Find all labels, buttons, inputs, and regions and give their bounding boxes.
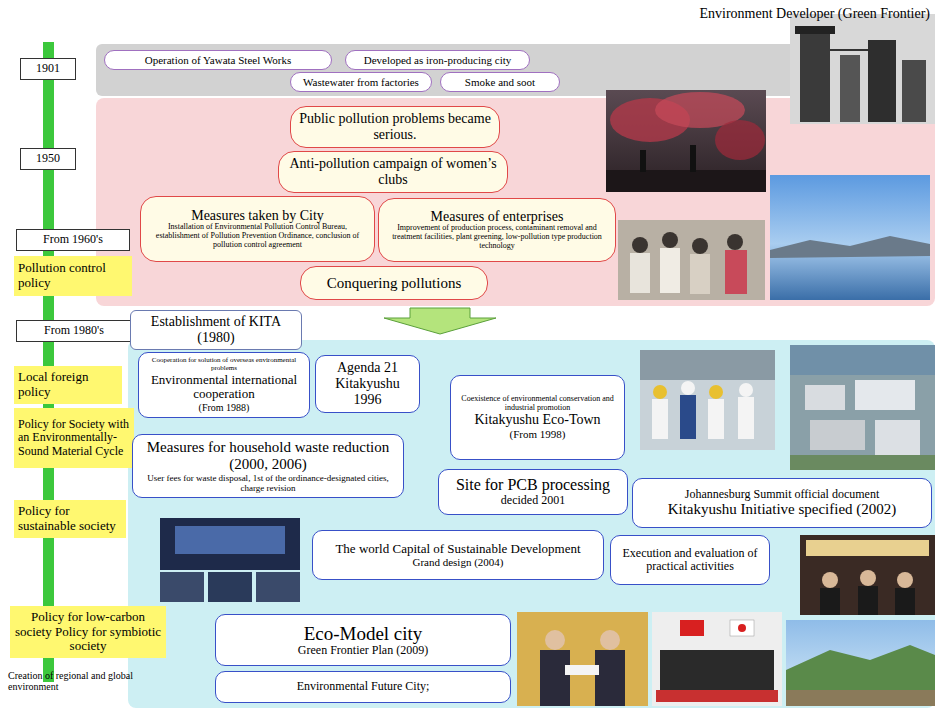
node-heading: From 1960's [20,233,126,246]
node-heading: Environmental Future City; [222,680,504,693]
node-heading: Operation of Yawata Steel Works [113,54,323,66]
node-heading: Smoke and soot [449,76,551,88]
node-heading: Wastewater from factories [299,76,423,88]
node-text: User fees for waste disposal, 1st of the… [139,473,397,493]
node-heading: Measures of enterprises [387,209,607,225]
timeline-bar [43,42,54,682]
year-box: From 1980's [16,320,132,342]
node-text: (From 1998) [457,428,618,440]
node-text: Green Frontier Plan (2009) [222,644,504,657]
history-oval: Operation of Yawata Steel Works [104,50,332,70]
history-oval: Wastewater from factories [290,72,432,92]
training-photo [640,350,775,450]
kita-box: Establishment of KITA (1980) [130,310,302,350]
node-heading: Public pollution problems became serious… [299,111,491,142]
node-heading: 1901 [24,62,72,75]
policy-box: Agenda 21 Kitakyushu 1996 [315,355,420,413]
node-heading: Policy for sustainable society [18,504,122,533]
pollution-oval: Anti-pollution campaign of women’s clubs [278,151,508,193]
node-heading: Pollution control policy [18,261,128,290]
eco-town-aerial-photo [790,345,935,470]
down-arrow [384,308,496,334]
node-heading: Cooperation for solution of overseas env… [145,357,303,373]
policy-box: Eco-Model cityGreen Frontier Plan (2009) [215,614,511,666]
node-heading: Execution and evaluation of practical ac… [617,547,763,574]
node-heading: Conquering pollutions [309,275,479,292]
node-heading: Local foreign policy [18,370,118,399]
award-photo [800,535,935,615]
node-text: Installation of Environmental Pollution … [149,223,366,250]
pollution-oval: Conquering pollutions [300,266,488,300]
node-heading: Measures for household waste reduction (… [139,439,397,473]
measure-box: Measures taken by CityInstallation of En… [140,196,375,262]
year-box: 1901 [20,58,76,80]
node-heading: The world Capital of Sustainable Develop… [319,542,597,557]
node-text: Kitakyushu Eco-Town [457,412,618,428]
node-heading: Policy for low-carbon society Policy for… [14,610,162,654]
conference-photo [160,518,300,602]
policy-label: Policy for Society with an Environmental… [14,408,134,468]
node-text: (From 1988) [145,402,303,413]
women-campaign-photo [618,220,765,300]
node-text: Grand design (2004) [319,556,597,568]
cyan-band [128,340,935,708]
smoke-photo [606,90,766,192]
measure-box: Measures of enterprisesImprovement of pr… [378,198,616,262]
landscape-photo [786,620,935,706]
policy-box: Execution and evaluation of practical ac… [610,535,770,585]
node-heading: Establishment of KITA (1980) [137,314,295,345]
policy-box: Cooperation for solution of overseas env… [138,352,310,418]
policy-box: Environmental Future City; [215,671,511,703]
year-box: From 1960's [16,229,130,251]
node-heading: Site for PCB processing [445,476,621,494]
history-oval: Developed as iron-producing city [345,50,530,70]
policy-box: Johannesburg Summit official documentKit… [632,478,932,528]
node-heading: Developed as iron-producing city [354,54,521,66]
node-heading: Agenda 21 Kitakyushu 1996 [322,360,413,407]
history-oval: Smoke and soot [440,72,560,92]
year-box: 1950 [20,148,76,170]
node-heading: Johannesburg Summit official document [639,488,925,501]
node-text: Kitakyushu Initiative specified (2002) [639,501,925,518]
diagram-title: Environment Developer (Green Frontier) [600,6,930,22]
policy-box: Measures for household waste reduction (… [132,434,404,498]
node-heading: Eco-Model city [222,623,504,644]
node-heading: Policy for Society with an Environmental… [18,418,130,458]
policy-box: The world Capital of Sustainable Develop… [312,530,604,580]
policy-box: Site for PCB processingdecided 2001 [438,469,628,515]
policy-label: Policy for low-carbon society Policy for… [10,606,166,658]
node-text: decided 2001 [445,494,621,507]
node-text: Improvement of production process, conta… [387,224,607,251]
node-text: Environmental international cooperation [145,373,303,402]
steel-works-photo [790,14,935,124]
policy-label: Local foreign policy [14,366,122,404]
pink-band [96,98,935,306]
pollution-oval: Public pollution problems became serious… [290,106,500,148]
policy-box: Coexistence of environmental conservatio… [450,375,625,460]
node-heading: Coexistence of environmental conservatio… [457,395,618,413]
policy-label: Pollution control policy [14,256,132,296]
handshake-photo [517,612,648,706]
signing-photo [652,612,782,706]
node-heading: 1950 [24,152,72,165]
side-note: Creation of regional and global environm… [8,670,136,692]
node-heading: Measures taken by City [149,208,366,224]
node-heading: From 1980's [20,324,128,337]
node-heading: Anti-pollution campaign of women’s clubs [287,156,499,187]
policy-label: Policy for sustainable society [14,500,126,538]
bay-photo [770,175,930,300]
